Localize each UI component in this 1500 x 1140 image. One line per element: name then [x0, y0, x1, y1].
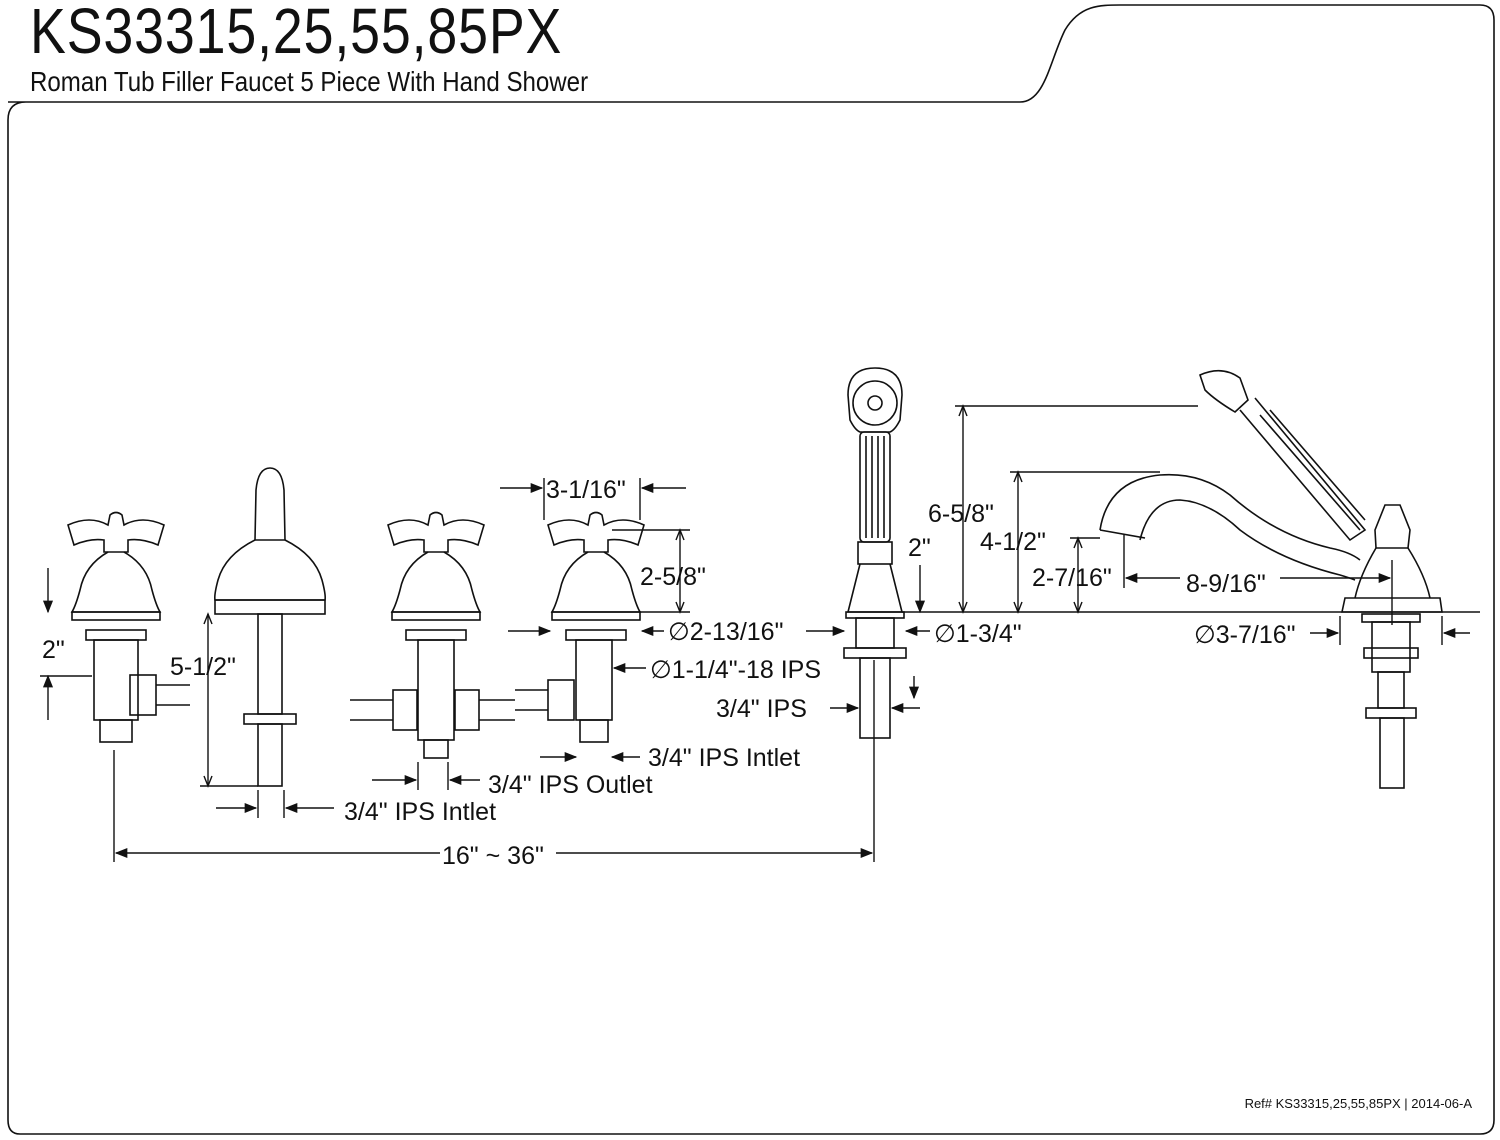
- dim-handle-base-diameter: ∅2-13/16": [668, 618, 783, 646]
- dim-spout-base-diameter: ∅3-7/16": [1194, 621, 1296, 649]
- dim-shower-connection: 3/4" IPS: [716, 695, 807, 723]
- side-view-spout: [1099, 369, 1443, 789]
- spout-front: [214, 467, 326, 787]
- dim-diverter-outlet: 3/4" IPS Outlet: [488, 771, 653, 799]
- model-title: KS33315,25,55,85PX: [30, 0, 563, 67]
- dim-shower-base-diameter: ∅1-3/4": [934, 620, 1022, 648]
- reference-number: Ref# KS33315,25,55,85PX | 2014-06-A: [1244, 1096, 1472, 1111]
- dim-spout-inlet: 3/4" IPS Intlet: [344, 798, 496, 826]
- product-description: Roman Tub Filler Faucet 5 Piece With Han…: [30, 66, 589, 97]
- dimension-lines: [40, 404, 1480, 862]
- right-handle-valve: [515, 511, 645, 743]
- dim-spout-reach: 8-9/16": [1186, 570, 1266, 598]
- drawing-frame: [7, 4, 1495, 1135]
- dim-handle-body-height: 2-5/8": [640, 563, 706, 591]
- dim-overall-spread: 16" ~ 36": [442, 842, 544, 870]
- dim-valve-inlet: 3/4" IPS Intlet: [648, 744, 800, 772]
- left-handle-valve: [67, 511, 190, 743]
- dim-handle-spread: 3-1/16": [546, 476, 626, 504]
- center-handle-valve: [350, 511, 515, 759]
- dim-shank-thread: ∅1-1/4"-18 IPS: [650, 656, 821, 684]
- hand-shower-front: [843, 367, 907, 739]
- dim-total-height: 6-5/8": [928, 500, 994, 528]
- dim-shower-base-height: 2": [908, 534, 931, 562]
- dim-spout-top-height: 4-1/2": [980, 528, 1046, 556]
- dim-spout-outlet-height: 2-7/16": [1032, 564, 1112, 592]
- dim-spout-height: 5-1/2": [170, 653, 236, 681]
- dim-handle-height: 2": [42, 636, 65, 664]
